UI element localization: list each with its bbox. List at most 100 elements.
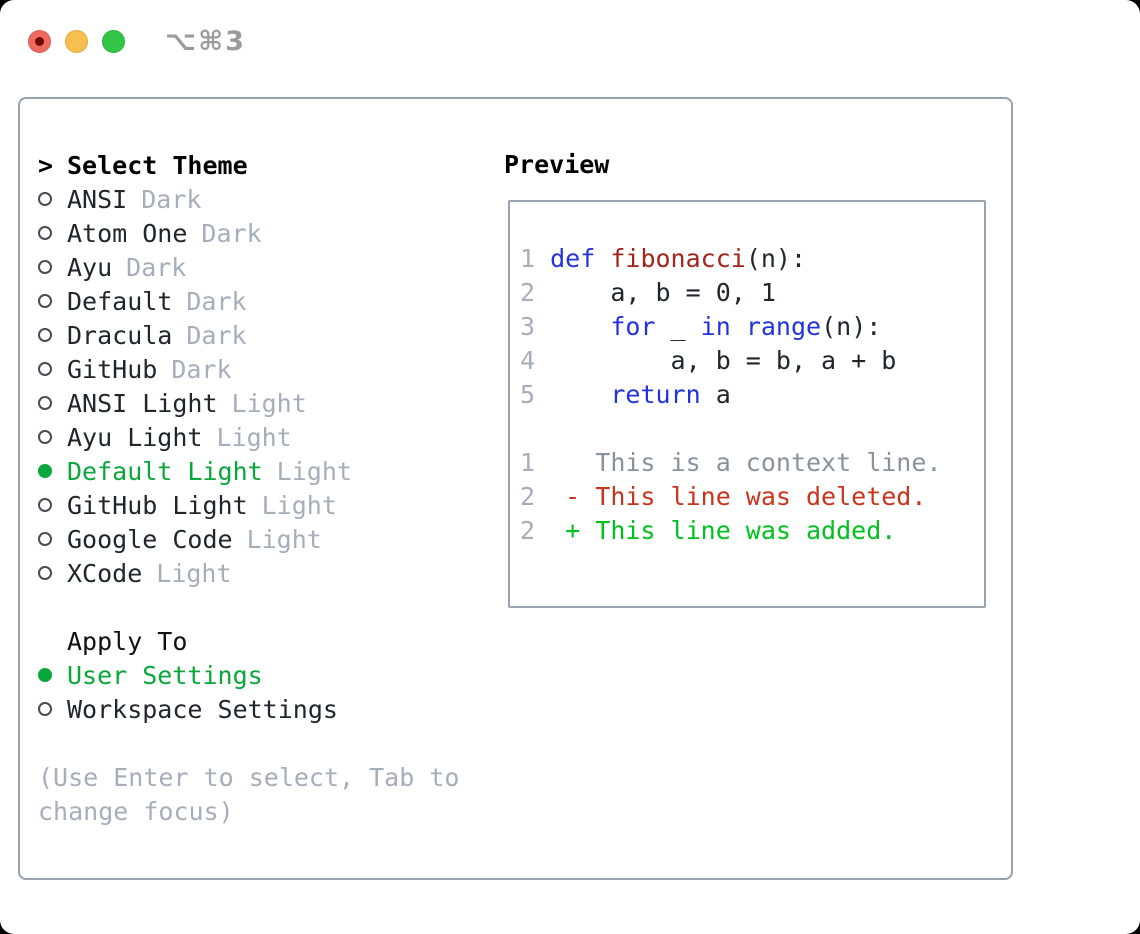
preview-title: Preview bbox=[504, 150, 610, 179]
theme-option-label: ANSI Light bbox=[67, 388, 218, 418]
radio-unselected-icon bbox=[38, 702, 52, 716]
theme-option-dracula[interactable]: Dracula Dark bbox=[38, 318, 459, 352]
apply-option-user-settings[interactable]: User Settings bbox=[38, 658, 459, 692]
line-number: 3 bbox=[520, 312, 536, 341]
radio-unselected-icon bbox=[38, 396, 52, 410]
code-token-kw: return bbox=[610, 380, 701, 409]
theme-option-label: Ayu Light bbox=[67, 422, 203, 452]
theme-option-xcode[interactable]: XCode Light bbox=[38, 556, 459, 590]
radio-unselected-icon bbox=[38, 192, 52, 206]
theme-option-ansi[interactable]: ANSI Dark bbox=[38, 182, 459, 216]
code-token-code: a, b = 0, 1 bbox=[550, 278, 776, 307]
code-token-code bbox=[550, 312, 610, 341]
blank-line bbox=[520, 208, 984, 242]
line-number: 1 bbox=[520, 448, 536, 477]
radio-unselected-icon bbox=[38, 294, 52, 308]
theme-variant-tag: Dark bbox=[201, 218, 262, 248]
select-theme-title: Select Theme bbox=[67, 150, 248, 180]
theme-option-label: Dracula bbox=[67, 320, 173, 350]
apply-option-workspace-settings[interactable]: Workspace Settings bbox=[38, 692, 459, 726]
code-token-add: + This line was added. bbox=[550, 516, 897, 545]
focus-caret-icon: > bbox=[38, 150, 54, 180]
apply-option-label: Workspace Settings bbox=[67, 694, 338, 724]
theme-option-google-code[interactable]: Google Code Light bbox=[38, 522, 459, 556]
code-token-code: (n): bbox=[821, 312, 882, 341]
radio-unselected-icon bbox=[38, 260, 52, 274]
spacer bbox=[38, 590, 459, 624]
theme-option-default[interactable]: Default Dark bbox=[38, 284, 459, 318]
select-theme-header: > Select Theme bbox=[38, 148, 459, 182]
spacer bbox=[38, 726, 459, 760]
theme-variant-tag: Light bbox=[246, 524, 322, 554]
code-line: 2 a, b = 0, 1 bbox=[520, 276, 984, 310]
code-token-kw: range bbox=[745, 312, 822, 341]
apply-to-header: Apply To bbox=[38, 624, 459, 658]
theme-option-label: XCode bbox=[67, 558, 143, 588]
theme-option-label: Atom One bbox=[67, 218, 188, 248]
code-token-code: (n): bbox=[745, 244, 807, 273]
code-token-del: - This line was deleted. bbox=[550, 482, 927, 511]
titlebar: ⌥⌘3 bbox=[28, 26, 246, 57]
code-token-code bbox=[550, 380, 610, 409]
code-token-code: a bbox=[700, 380, 731, 409]
line-number: 2 bbox=[520, 482, 536, 511]
code-token-code bbox=[731, 312, 746, 341]
theme-variant-tag: Dark bbox=[141, 184, 202, 214]
unsaved-indicator-dot bbox=[35, 37, 44, 46]
theme-option-github-light[interactable]: GitHub Light Light bbox=[38, 488, 459, 522]
theme-variant-tag: Light bbox=[156, 558, 232, 588]
radio-unselected-icon bbox=[38, 532, 52, 546]
theme-variant-tag: Dark bbox=[186, 286, 247, 316]
radio-unselected-icon bbox=[38, 226, 52, 240]
theme-option-atom-one[interactable]: Atom One Dark bbox=[38, 216, 459, 250]
theme-option-label: GitHub bbox=[67, 354, 158, 384]
apply-option-label: User Settings bbox=[67, 660, 263, 690]
line-number: 2 bbox=[520, 516, 536, 545]
theme-option-label: Default bbox=[67, 286, 173, 316]
theme-variant-tag: Light bbox=[231, 388, 307, 418]
radio-unselected-icon bbox=[38, 430, 52, 444]
code-token-kw: in bbox=[700, 312, 731, 341]
radio-unselected-icon bbox=[38, 566, 52, 580]
theme-option-label: Default Light bbox=[67, 456, 263, 486]
diff-line: 2 - This line was deleted. bbox=[520, 480, 984, 514]
theme-variant-tag: Light bbox=[216, 422, 292, 452]
code-line: 1 def fibonacci(n): bbox=[520, 242, 984, 276]
code-line: 3 for _ in range(n): bbox=[520, 310, 984, 344]
minimize-button[interactable] bbox=[65, 30, 88, 53]
theme-variant-tag: Dark bbox=[126, 252, 187, 282]
code-token-code: _ bbox=[655, 312, 701, 341]
theme-option-label: ANSI bbox=[67, 184, 128, 214]
theme-option-ayu-light[interactable]: Ayu Light Light bbox=[38, 420, 459, 454]
code-token-code bbox=[595, 244, 610, 273]
close-button[interactable] bbox=[28, 30, 51, 53]
theme-option-label: GitHub Light bbox=[67, 490, 248, 520]
zoom-button[interactable] bbox=[102, 30, 125, 53]
theme-variant-tag: Light bbox=[261, 490, 337, 520]
hint-text-line: change focus) bbox=[38, 796, 234, 826]
code-token-code: a, b = b, a + b bbox=[550, 346, 897, 375]
code-line: 4 a, b = b, a + b bbox=[520, 344, 984, 378]
blank-line bbox=[520, 412, 984, 446]
theme-option-ansi-light[interactable]: ANSI Light Light bbox=[38, 386, 459, 420]
line-number: 5 bbox=[520, 380, 536, 409]
theme-option-default-light[interactable]: Default Light Light bbox=[38, 454, 459, 488]
theme-variant-tag: Light bbox=[276, 456, 352, 486]
diff-line: 1 This is a context line. bbox=[520, 446, 984, 480]
theme-variant-tag: Dark bbox=[186, 320, 247, 350]
code-token-fn: fibonacci bbox=[610, 244, 746, 273]
radio-unselected-icon bbox=[38, 498, 52, 512]
code-token-kw: def bbox=[550, 244, 596, 273]
radio-selected-icon bbox=[38, 668, 52, 682]
line-number: 1 bbox=[520, 244, 536, 273]
theme-option-label: Google Code bbox=[67, 524, 233, 554]
